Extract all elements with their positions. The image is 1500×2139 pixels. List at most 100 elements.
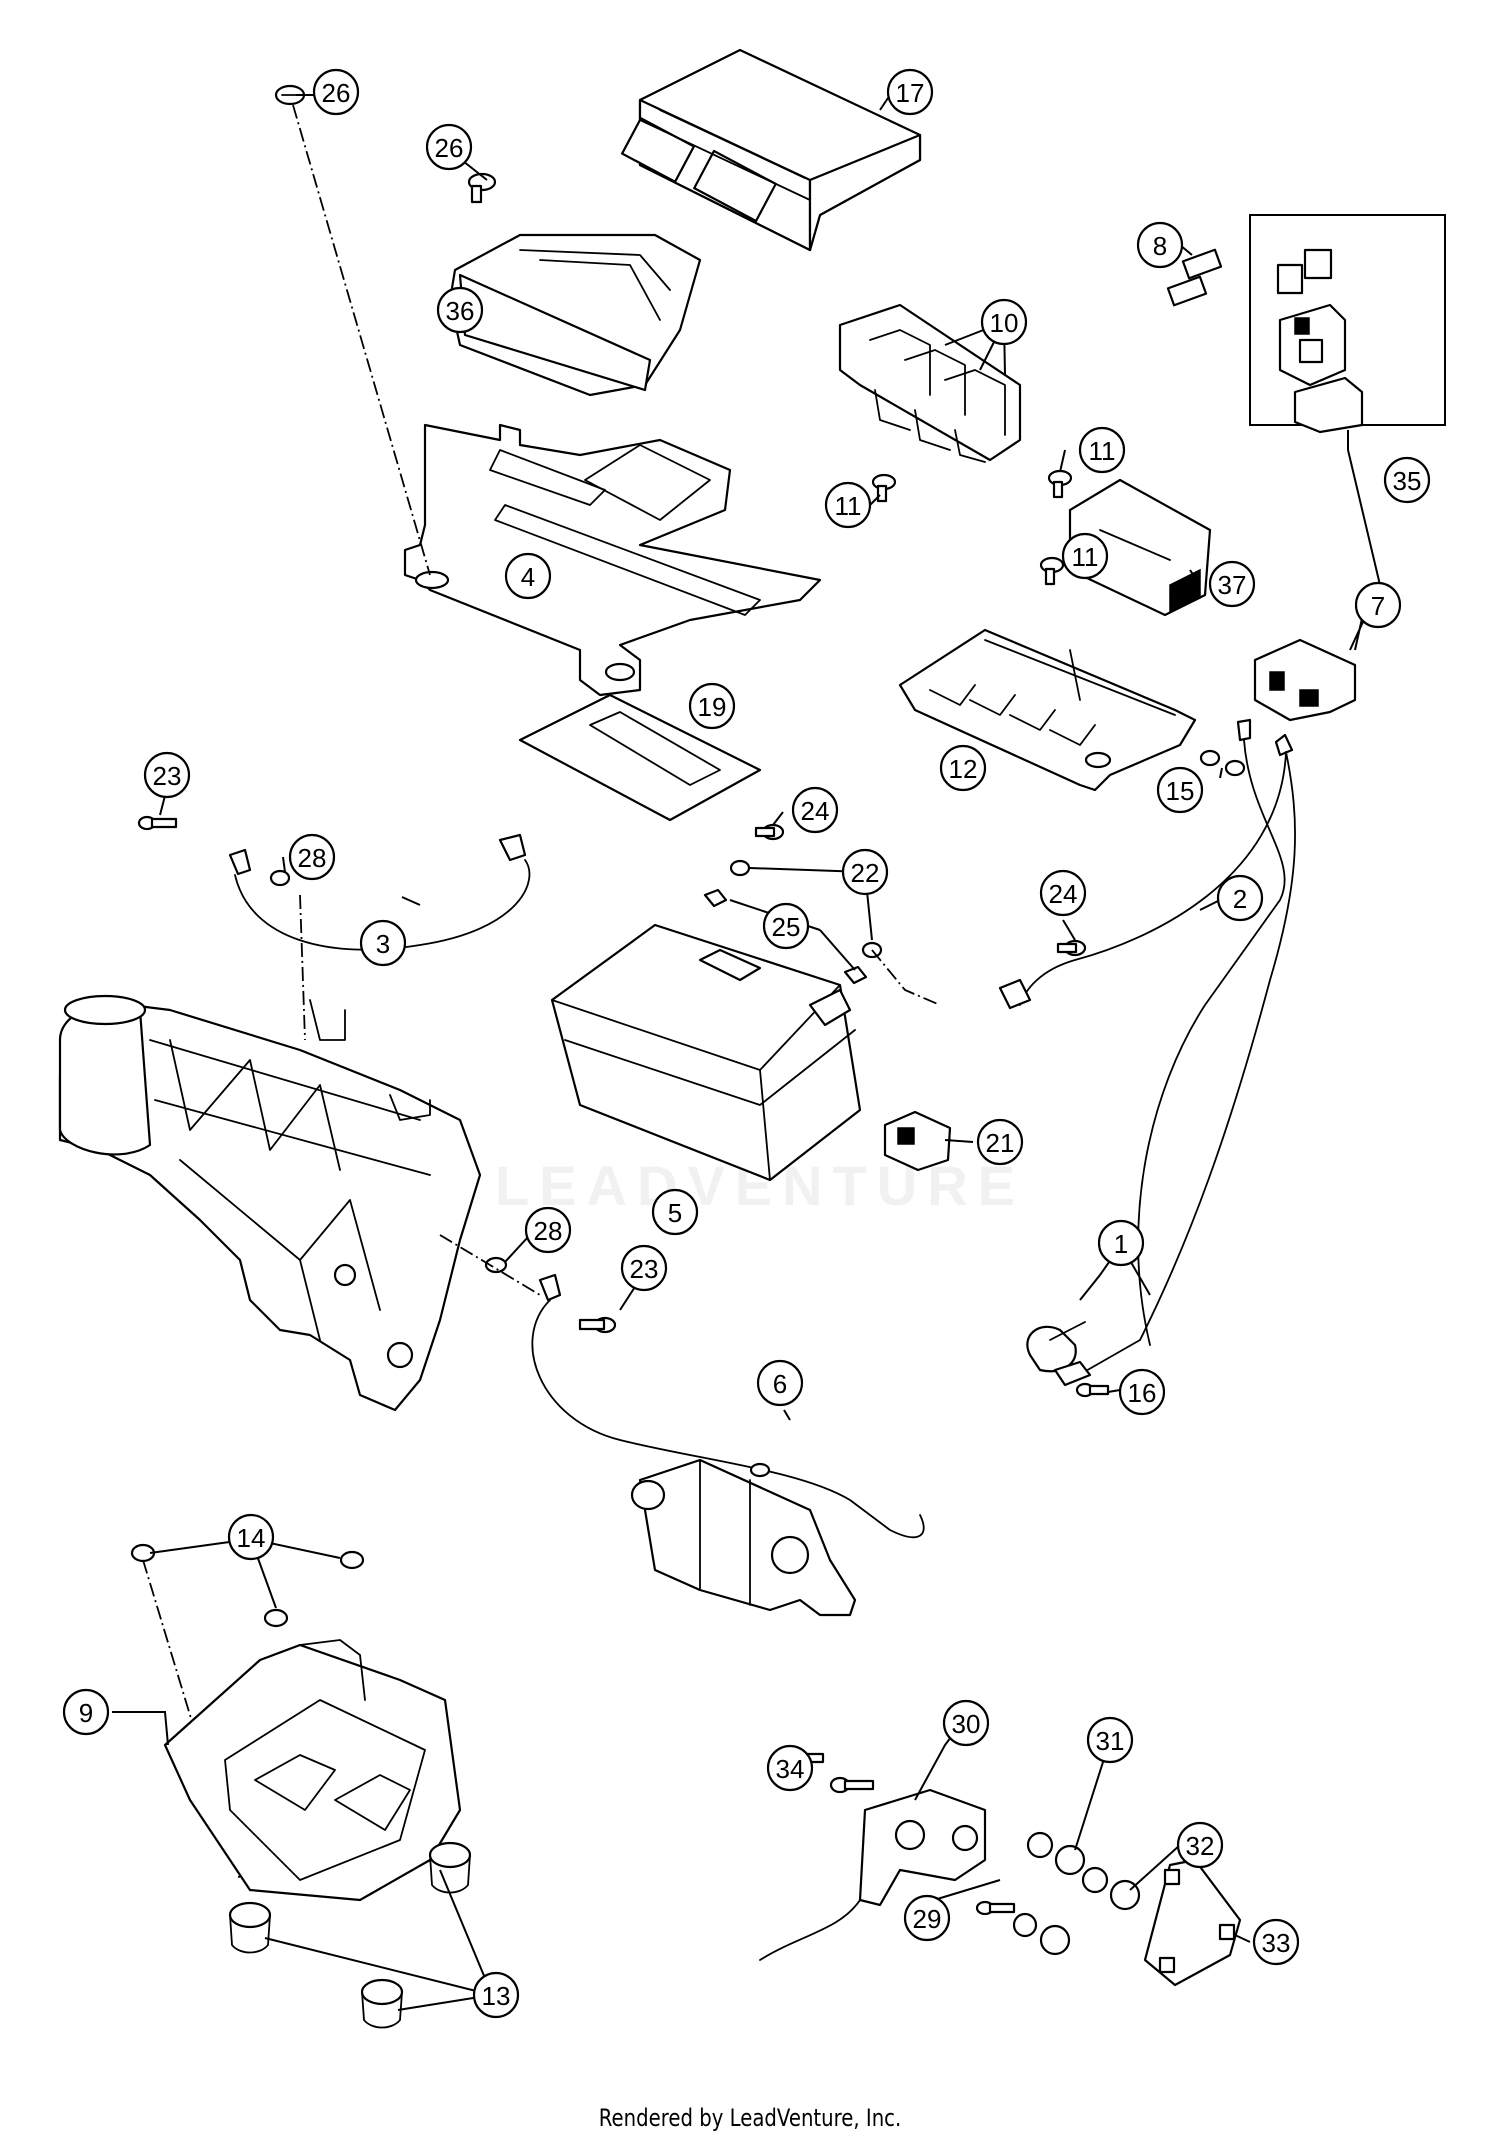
callout-33: 33 bbox=[1252, 1918, 1300, 1966]
svg-text:11: 11 bbox=[1072, 542, 1099, 572]
svg-text:35: 35 bbox=[1393, 466, 1422, 496]
washer-28-lower bbox=[484, 1256, 508, 1274]
bolt-23-top bbox=[137, 815, 178, 831]
callout-28b: 28 bbox=[524, 1206, 572, 1254]
callout-15: 15 bbox=[1156, 766, 1204, 814]
svg-text:15: 15 bbox=[1166, 776, 1195, 806]
battery-cable-2 bbox=[998, 751, 1287, 1010]
svg-text:28: 28 bbox=[298, 843, 327, 873]
callout-26b: 26 bbox=[425, 123, 473, 171]
svg-text:34: 34 bbox=[776, 1754, 805, 1784]
ecu-holder bbox=[448, 233, 702, 397]
callout-12: 12 bbox=[939, 744, 987, 792]
svg-text:25: 25 bbox=[772, 912, 801, 942]
washers-22 bbox=[729, 859, 883, 959]
bolt-34-b bbox=[829, 1776, 875, 1794]
svg-text:9: 9 bbox=[79, 1698, 93, 1728]
callout-11c: 11 bbox=[1061, 532, 1109, 580]
callout-11b: 11 bbox=[824, 481, 872, 529]
starter-cable-6 bbox=[531, 1273, 925, 1539]
callout-13: 13 bbox=[472, 1971, 520, 2019]
svg-text:11: 11 bbox=[835, 491, 862, 521]
svg-text:14: 14 bbox=[237, 1523, 266, 1553]
svg-text:26: 26 bbox=[435, 133, 464, 163]
svg-text:7: 7 bbox=[1371, 591, 1385, 621]
leader-lines bbox=[112, 94, 1381, 2011]
frame-ground-route bbox=[299, 894, 306, 1041]
callout-21: 21 bbox=[976, 1118, 1024, 1166]
starter-motor bbox=[630, 1458, 857, 1617]
svg-text:26: 26 bbox=[322, 78, 351, 108]
electrical-tray bbox=[898, 628, 1197, 792]
svg-text:6: 6 bbox=[773, 1369, 787, 1399]
callout-37: 37 bbox=[1208, 560, 1256, 608]
svg-text:11: 11 bbox=[1089, 436, 1116, 466]
svg-text:10: 10 bbox=[990, 308, 1019, 338]
svg-text:24: 24 bbox=[801, 796, 830, 826]
sensor bbox=[759, 1788, 987, 1961]
svg-text:1: 1 bbox=[1114, 1229, 1128, 1259]
screws-14 bbox=[130, 1543, 365, 1628]
callout-25: 25 bbox=[762, 902, 810, 950]
callout-5: 5 bbox=[651, 1188, 699, 1236]
callout-16: 16 bbox=[1118, 1368, 1166, 1416]
grommets-31 bbox=[1012, 1831, 1086, 1956]
svg-text:30: 30 bbox=[952, 1709, 981, 1739]
svg-text:23: 23 bbox=[153, 761, 182, 791]
svg-text:23: 23 bbox=[630, 1254, 659, 1284]
footer-credit: Rendered by LeadVenture, Inc. bbox=[598, 2104, 902, 2132]
callout-7: 7 bbox=[1354, 581, 1402, 629]
callout-8: 8 bbox=[1136, 221, 1184, 269]
mounting-plate bbox=[1143, 1858, 1242, 1987]
svg-text:22: 22 bbox=[851, 858, 880, 888]
bolt-11-left bbox=[871, 473, 897, 503]
bolt-26-small bbox=[467, 172, 497, 204]
svg-text:36: 36 bbox=[446, 296, 475, 326]
svg-text:33: 33 bbox=[1262, 1928, 1291, 1958]
svg-text:8: 8 bbox=[1153, 231, 1167, 261]
fuses bbox=[1166, 248, 1223, 307]
svg-text:3: 3 bbox=[376, 929, 390, 959]
skid-plate-route bbox=[142, 1559, 241, 1881]
terminal-cover bbox=[883, 1110, 952, 1172]
rubber-mounts bbox=[228, 1841, 472, 2029]
svg-text:5: 5 bbox=[668, 1198, 682, 1228]
callout-29: 29 bbox=[903, 1894, 951, 1942]
callout-26a: 26 bbox=[312, 68, 360, 116]
callout-9: 9 bbox=[62, 1688, 110, 1736]
callout-23b: 23 bbox=[620, 1244, 668, 1292]
frame bbox=[58, 994, 482, 1412]
callout-36: 36 bbox=[436, 286, 484, 334]
callout-19: 19 bbox=[688, 682, 736, 730]
battery-holder bbox=[163, 1639, 462, 1902]
callout-3: 3 bbox=[359, 919, 407, 967]
ecu-control-unit bbox=[621, 48, 922, 252]
callout-10: 10 bbox=[980, 298, 1028, 346]
callout-14: 14 bbox=[227, 1513, 275, 1561]
bolt-24-right bbox=[1056, 939, 1087, 957]
screws-15 bbox=[1199, 749, 1246, 777]
main-cable bbox=[1026, 718, 1296, 1387]
bolt-16 bbox=[1075, 1382, 1110, 1398]
bolt-26-top bbox=[274, 84, 306, 106]
svg-text:13: 13 bbox=[482, 1981, 511, 2011]
fuse-box bbox=[1068, 478, 1212, 617]
callout-1: 1 bbox=[1097, 1219, 1145, 1267]
svg-text:17: 17 bbox=[896, 78, 925, 108]
callout-30: 30 bbox=[942, 1699, 990, 1747]
bolt-24-top bbox=[754, 823, 785, 841]
svg-text:37: 37 bbox=[1218, 570, 1247, 600]
frame-bolt-route bbox=[439, 1234, 541, 1296]
callout-11a: 11 bbox=[1078, 426, 1126, 474]
svg-text:28: 28 bbox=[534, 1216, 563, 1246]
callout-34: 34 bbox=[766, 1744, 814, 1792]
svg-text:31: 31 bbox=[1096, 1726, 1125, 1756]
svg-text:19: 19 bbox=[698, 692, 727, 722]
svg-text:16: 16 bbox=[1128, 1378, 1157, 1408]
relay-block bbox=[838, 303, 1022, 463]
callout-2: 2 bbox=[1216, 874, 1264, 922]
kit-box-contents bbox=[1276, 248, 1364, 434]
callout-4: 4 bbox=[504, 552, 552, 600]
callout-31: 31 bbox=[1086, 1716, 1134, 1764]
